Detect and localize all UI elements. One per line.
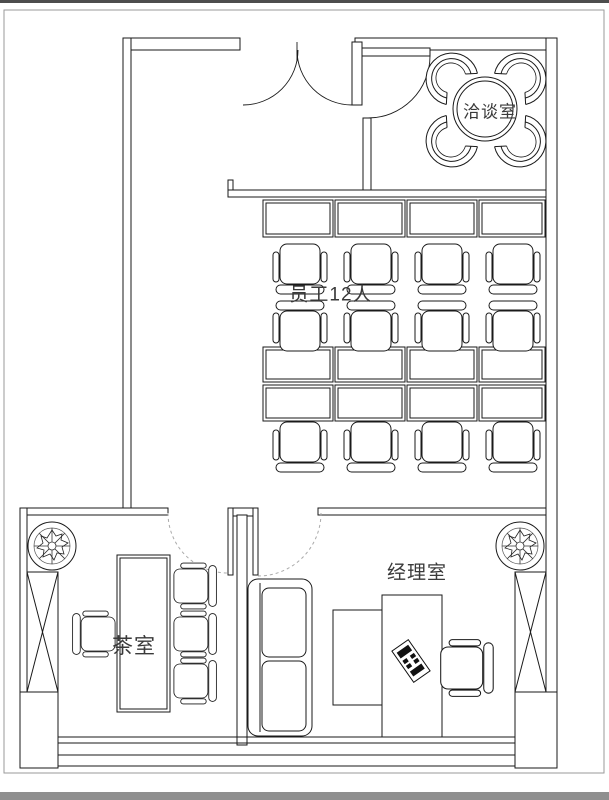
tea-chair-right-2 [173, 610, 217, 658]
plant-right [495, 521, 545, 571]
desk-keyboard [391, 639, 431, 683]
lower-wall-left-seg [19, 507, 169, 516]
meeting-round-table-inner [456, 80, 514, 138]
entrance-double-door [242, 42, 353, 106]
walls [19, 37, 558, 769]
meeting-round-table [452, 76, 518, 142]
room-label-staff-area: 员工12人 [289, 284, 373, 306]
tea-table [116, 554, 171, 713]
partition-wall [236, 514, 248, 746]
meeting-left-wall [362, 117, 372, 198]
manager-chair [440, 639, 494, 697]
right-wall [545, 37, 558, 769]
entrance-door-arc-right [296, 49, 353, 106]
frame-top-bar [0, 0, 609, 3]
drawing-border [3, 9, 605, 774]
tea-chair-right-3 [173, 657, 217, 705]
lower-wall-right-seg [317, 507, 547, 516]
frame-bottom-bar [0, 792, 609, 800]
tea-chair-right-1 [173, 562, 217, 610]
tea-room-furniture [27, 521, 217, 713]
partition-jamb-left [227, 507, 234, 576]
partition-jamb-right [252, 507, 259, 576]
left-column [19, 691, 59, 769]
manager-office-furniture [247, 521, 545, 738]
entry-stub-wall [351, 41, 363, 106]
meeting-door-leaf [361, 47, 431, 57]
manager-door-arc [257, 512, 322, 577]
left-wall-lower [19, 507, 28, 693]
manager-side-table [332, 609, 383, 706]
meeting-door-arc [367, 55, 431, 119]
room-label-meeting: 洽谈室 [463, 102, 517, 122]
sofa [247, 578, 313, 737]
room-label-manager: 经理室 [386, 562, 448, 584]
plant-left [27, 521, 77, 571]
left-wall-upper [122, 37, 132, 513]
top-wall-left [122, 37, 241, 51]
meeting-room-furniture [414, 41, 558, 179]
right-column [514, 691, 558, 769]
tea-table-inner [119, 557, 168, 710]
entrance-door-arc-left [242, 49, 299, 106]
office-desks [262, 199, 546, 422]
right-window-box [514, 571, 547, 693]
tea-chair-left [72, 610, 116, 658]
room-label-tea: 茶室 [112, 635, 156, 658]
office-top-wall [227, 189, 547, 198]
left-window-box [26, 571, 59, 693]
